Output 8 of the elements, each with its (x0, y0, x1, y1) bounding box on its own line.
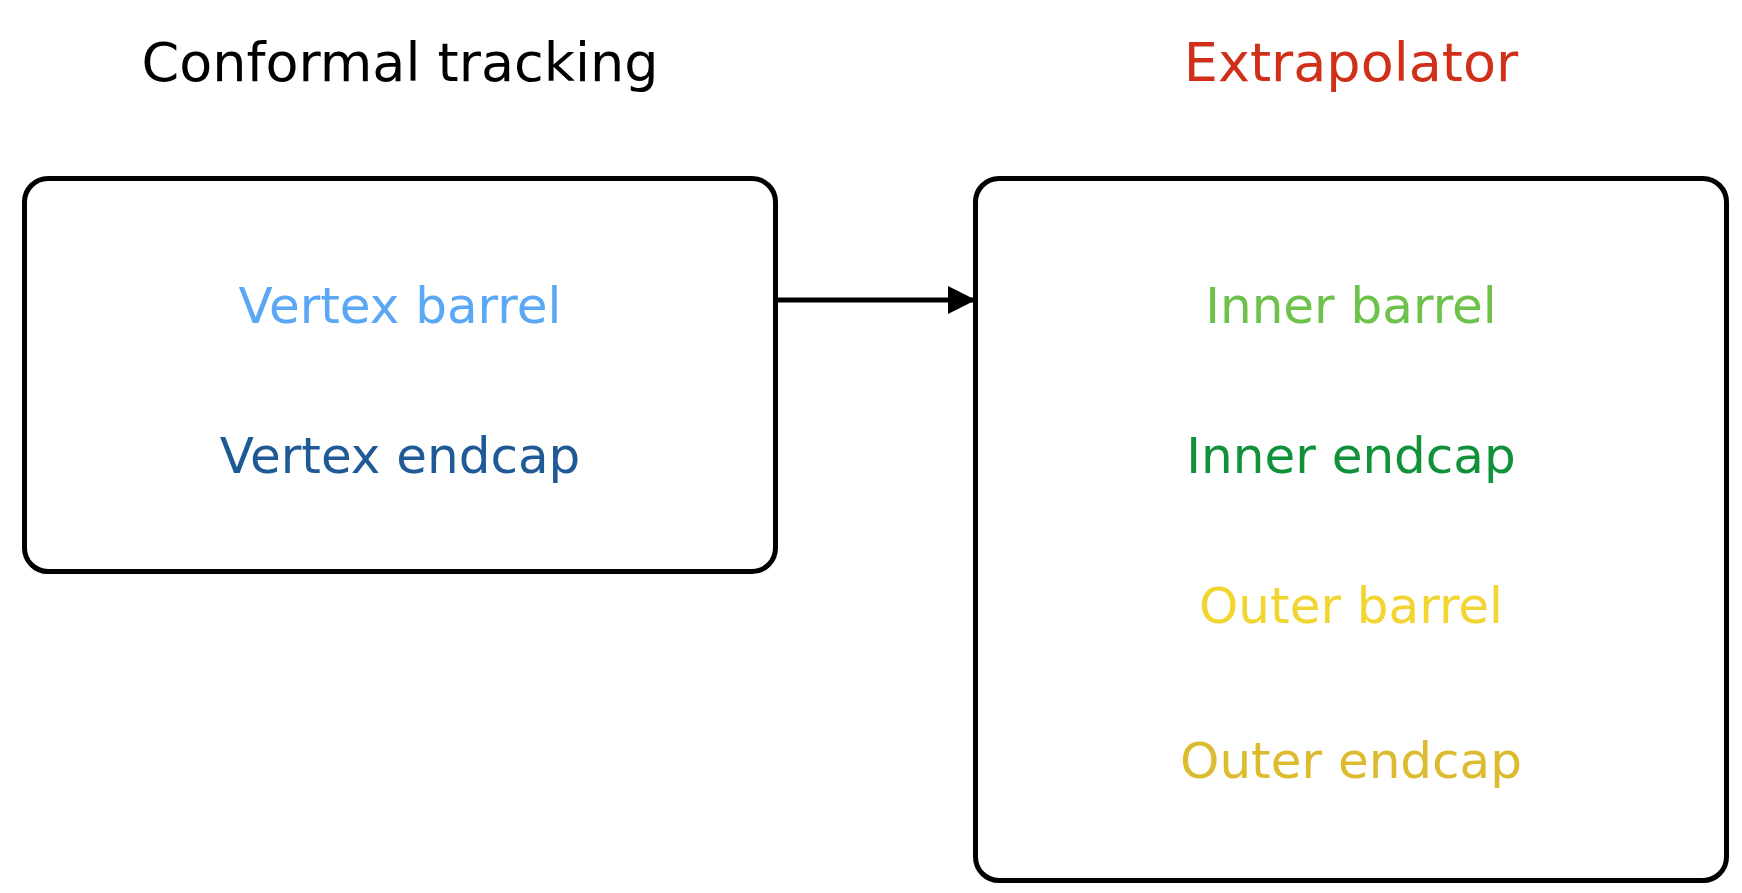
box-text: Inner barrel (1204, 281, 1498, 331)
box-text: Vertex barrel (237, 281, 563, 331)
box-text: Outer endcap (1179, 736, 1523, 786)
box-heading: Conformal tracking (140, 36, 660, 90)
box-heading: Extrapolator (1182, 36, 1520, 90)
box-text: Inner endcap (1185, 431, 1517, 481)
box-text: Outer barrel (1198, 581, 1504, 631)
box-text: Vertex endcap (218, 431, 582, 481)
